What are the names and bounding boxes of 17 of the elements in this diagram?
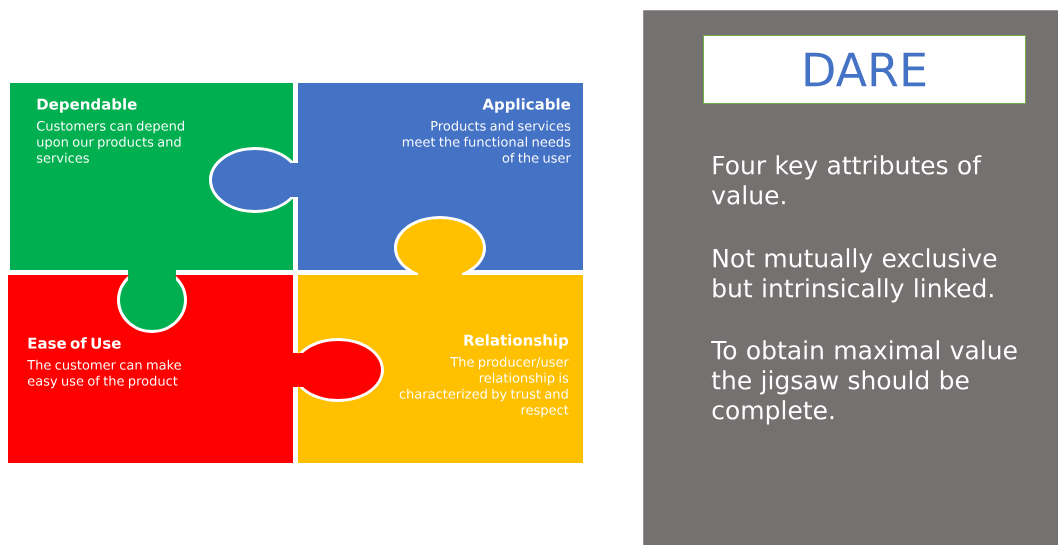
node-label: Ease of Use — [28, 337, 121, 349]
puzzle-piece: Relationship The producer/user relationship is characterized by trust and respect — [298, 219, 583, 463]
puzzle-piece: Dependable Customers can depend upon our products and services — [10, 83, 293, 330]
title-box: DARE — [703, 35, 1026, 104]
paragraph: To obtain maximal value the jigsaw should be complete. — [711, 340, 1017, 425]
side-panel — [643, 10, 1058, 545]
node-label: Products and services meet the functional needs of the user — [402, 120, 571, 163]
node-label: The customer can make easy use of the product — [27, 359, 181, 389]
node-label: Customers can depend upon our products and services — [36, 120, 184, 163]
paragraph: Not mutually exclusive but intrinsically linked. — [713, 248, 997, 303]
paragraph: Four key attributes of value. — [711, 155, 982, 205]
puzzle-piece: Applicable Products and services meet the functional needs of the user — [212, 83, 583, 270]
node-label: Relationship — [464, 334, 569, 349]
puzzle-piece: Ease of Use The customer can make easy use of the product — [8, 275, 381, 463]
node-label: The producer/user relationship is characterized by trust and respect — [399, 356, 569, 418]
node-label: Dependable — [37, 98, 137, 113]
node-label: Applicable — [482, 98, 571, 113]
